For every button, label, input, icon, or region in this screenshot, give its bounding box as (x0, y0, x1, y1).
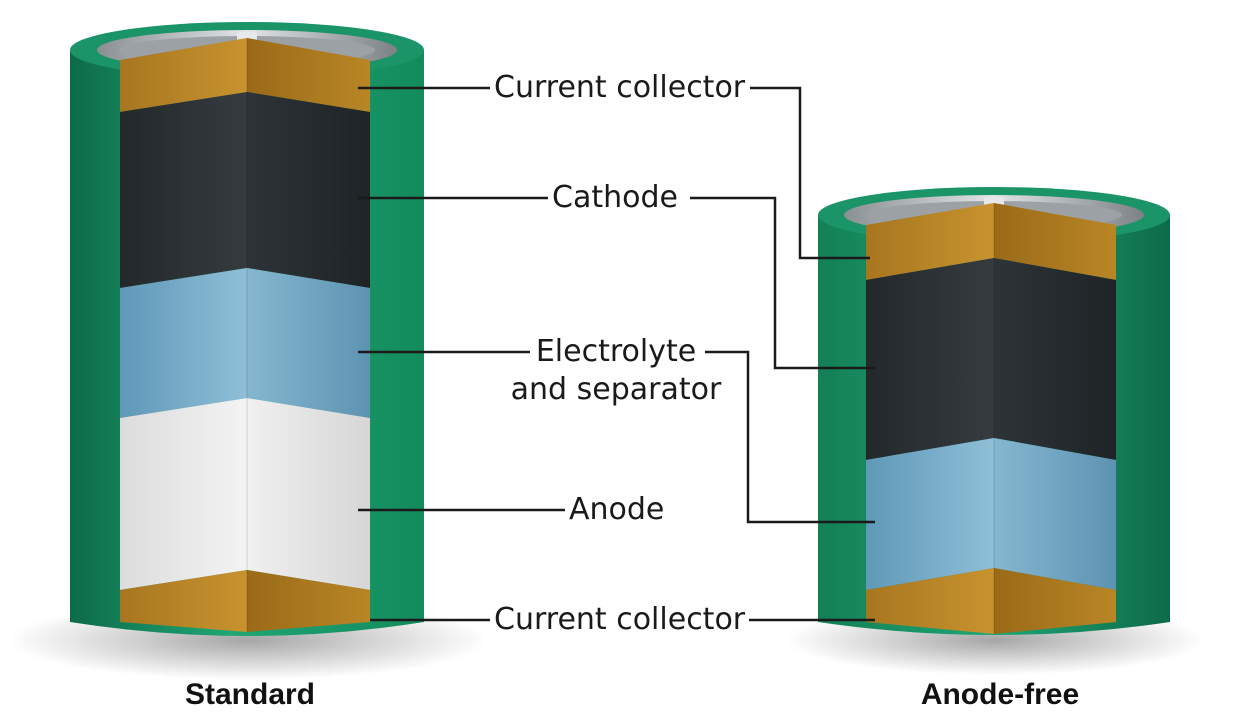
standard-collector-bottom-left (120, 570, 247, 632)
anode-free-collector-bottom-left (866, 568, 994, 634)
anode-free-cutaway-right (994, 203, 1116, 634)
standard-collector-bottom-right (247, 570, 370, 632)
caption-anode-free: Anode-free (920, 678, 1080, 711)
anode-free-electrolyte-left (866, 438, 994, 590)
standard-cell (8, 22, 488, 680)
leader-electrolyte-anode-free (705, 350, 875, 524)
anode-free-collector-top-right (994, 203, 1116, 280)
anode-free-electrolyte-right (994, 438, 1116, 590)
label-anode: Anode (565, 492, 669, 528)
standard-electrolyte-right (247, 268, 370, 418)
standard-cathode-left (120, 92, 247, 288)
standard-anode-left (120, 398, 247, 590)
leader-collector-top-anode-free (750, 86, 870, 260)
standard-cathode-right (247, 92, 370, 288)
label-electrolyte-line1: Electrolyte (531, 334, 701, 370)
anode-free-cell (785, 187, 1205, 675)
anode-free-collector-bottom-right (994, 568, 1116, 634)
anode-free-cathode-right (994, 258, 1116, 460)
caption-standard: Standard (184, 678, 316, 711)
label-current-collector-bottom: Current collector (490, 602, 750, 638)
label-cathode: Cathode (548, 180, 682, 216)
standard-collector-top-left (120, 38, 247, 112)
standard-cutaway-left (120, 38, 247, 632)
anode-free-cutaway-left (866, 203, 994, 634)
label-electrolyte-line2: and separator (506, 372, 726, 408)
standard-cutaway-right (247, 38, 370, 632)
anode-free-collector-top-left (866, 203, 994, 280)
leader-lines (358, 86, 875, 622)
anode-free-cathode-left (866, 258, 994, 460)
label-current-collector-top: Current collector (490, 70, 750, 106)
standard-electrolyte-left (120, 268, 247, 418)
standard-anode-right (247, 398, 370, 590)
standard-collector-top-right (247, 38, 370, 112)
leader-cathode-anode-free (690, 196, 875, 370)
